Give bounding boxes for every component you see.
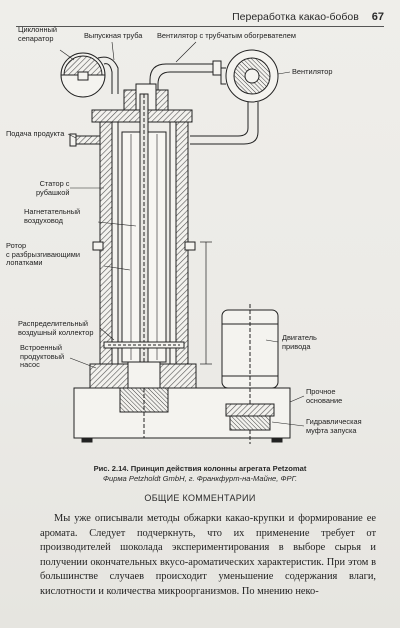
label-motor: Двигатель привода [282, 333, 317, 351]
running-title: Переработка какао-бобов [232, 11, 359, 23]
page-number: 67 [371, 11, 384, 23]
label-rotor: Ротор с разбрызгивающими лопатками [6, 241, 80, 268]
leader-lines [59, 41, 305, 427]
cyclone-separator [60, 52, 106, 98]
label-product-feed: Подача продукта [6, 129, 65, 138]
label-exhaust-pipe: Выпускная труба [84, 31, 143, 40]
hydraulic-coupling [225, 403, 275, 431]
label-coupling: Гидравлическая муфта запуска [306, 417, 362, 435]
label-pump: Встроенный продуктовый насос [20, 343, 65, 370]
exhaust-pipe [97, 56, 119, 94]
label-stator: Статор с рубашкой [36, 179, 70, 197]
drive-motor [221, 304, 279, 444]
section-heading: ОБЩИЕ КОММЕНТАРИИ [144, 493, 256, 503]
technical-drawing [59, 41, 305, 444]
running-header: Переработка какао-бобов 67 [16, 10, 384, 27]
body-paragraph: Мы уже описывали методы обжарки какао-кр… [40, 513, 376, 597]
caption-title: Рис. 2.14. Принцип действия колонны агре… [93, 464, 307, 473]
heater-pipe [149, 60, 222, 98]
air-collector [103, 341, 185, 349]
label-air-duct: Нагнетательный воздуховод [24, 207, 81, 225]
figure-petzomat-column: Циклонный сепаратор Выпускная труба Вент… [0, 24, 400, 464]
column-head [91, 83, 193, 123]
figure-caption: Рис. 2.14. Принцип действия колонны агре… [30, 464, 370, 484]
caption-source: Фирма Petzholdt GmbH, г. Франкфурт-на-Ма… [102, 474, 298, 483]
return-pipe [190, 102, 259, 145]
label-air-collector: Распределительный воздушный коллектор [18, 319, 94, 337]
product-pump [89, 361, 197, 393]
dimension-line [200, 241, 212, 365]
side-flanges [92, 241, 196, 251]
fan [220, 49, 279, 103]
label-base: Прочное основание [306, 387, 343, 405]
label-cyclone: Циклонный сепаратор [18, 25, 58, 43]
label-fan-heater: Вентилятор с трубчатым обогревателем [157, 31, 296, 40]
label-fan: Вентилятор [292, 67, 333, 76]
rotor [121, 93, 167, 395]
